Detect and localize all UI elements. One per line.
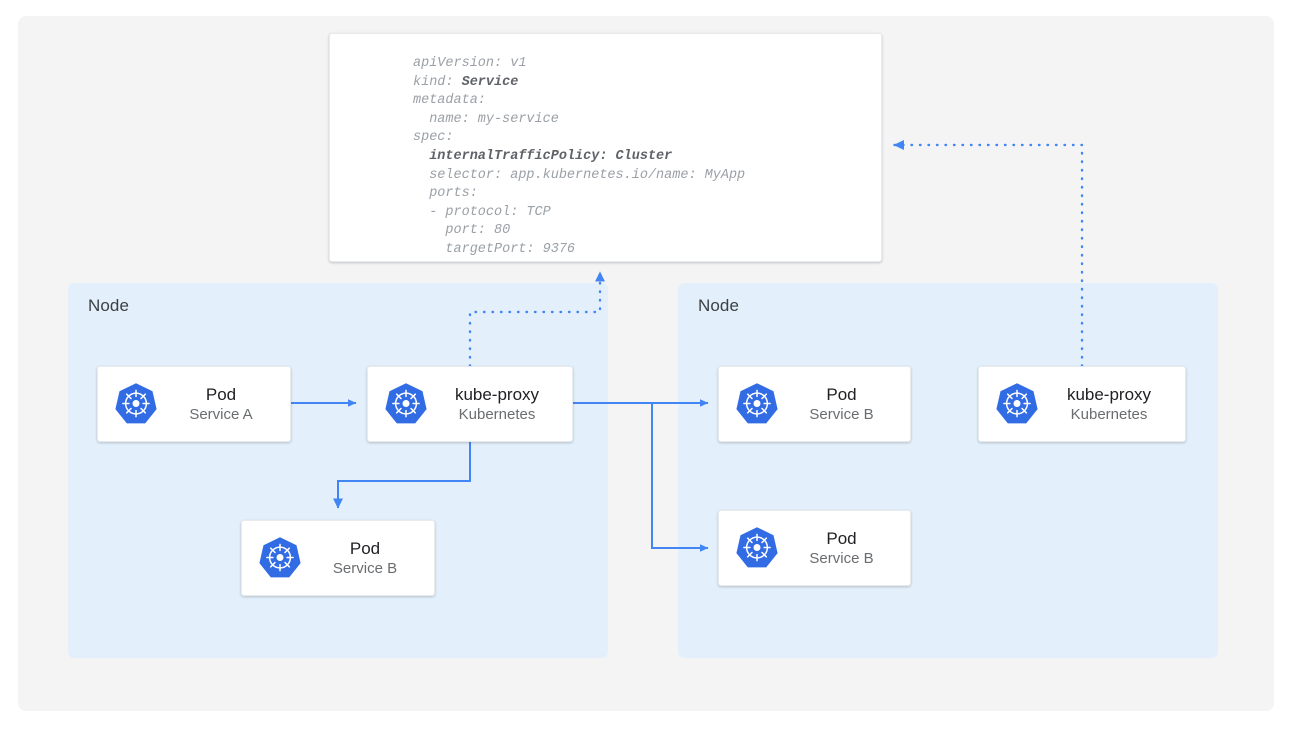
card-text: Pod Service B (304, 538, 434, 579)
card-title: Pod (349, 538, 381, 558)
yaml-line-port: port: 80 (413, 223, 511, 239)
yaml-line-name: name: my-service (413, 111, 559, 127)
card-text: kube-proxy Kubernetes (1041, 384, 1185, 425)
card-title: Pod (826, 528, 857, 548)
card-pod-service-b-bottom[interactable]: Pod Service B (718, 510, 911, 586)
yaml-line-kind: kind: Service (413, 74, 519, 90)
kubernetes-icon (733, 524, 781, 572)
kubernetes-icon (112, 380, 160, 428)
node-panel-left (68, 283, 608, 658)
yaml-value-kind: Service (461, 74, 519, 90)
node-panel-right (678, 283, 1218, 658)
card-subtitle: Service A (189, 405, 253, 423)
card-subtitle: Kubernetes (1070, 405, 1148, 423)
yaml-line-selector: selector: app.kubernetes.io/name: MyApp (413, 167, 746, 183)
card-subtitle: Service B (809, 405, 874, 423)
card-text: Pod Service B (781, 384, 910, 425)
yaml-line-metadata: metadata: (413, 93, 486, 109)
card-title: Pod (205, 384, 237, 404)
card-pod-service-b-left[interactable]: Pod Service B (241, 520, 435, 596)
card-title: kube-proxy (1066, 384, 1152, 404)
kubernetes-icon (733, 380, 781, 428)
card-pod-service-b-top[interactable]: Pod Service B (718, 366, 911, 442)
card-text: Pod Service A (160, 384, 290, 425)
yaml-line-targetport: targetPort: 9376 (413, 241, 576, 257)
card-pod-service-a[interactable]: Pod Service A (97, 366, 291, 442)
yaml-line-apiversion: apiVersion: v1 (413, 56, 527, 71)
kubernetes-icon (382, 380, 430, 428)
node-label-right: Node (698, 296, 740, 315)
yaml-line-internaltrafficpolicy: internalTrafficPolicy: Cluster (413, 148, 673, 164)
card-text: Pod Service B (781, 528, 910, 569)
card-kube-proxy-right[interactable]: kube-proxy Kubernetes (978, 366, 1186, 442)
yaml-line-protocol: - protocol: TCP (413, 204, 551, 220)
card-kube-proxy-left[interactable]: kube-proxy Kubernetes (367, 366, 573, 442)
node-label-left: Node (88, 296, 130, 315)
card-text: kube-proxy Kubernetes (430, 384, 572, 425)
card-subtitle: Service B (332, 559, 398, 577)
card-title: kube-proxy (454, 384, 540, 404)
card-subtitle: Service B (809, 549, 874, 567)
service-yaml-code: apiVersion: v1 kind: Service metadata: n… (413, 55, 745, 260)
kubernetes-icon (256, 534, 304, 582)
yaml-line-spec: spec: (413, 130, 454, 146)
kubernetes-icon (993, 380, 1041, 428)
card-title: Pod (826, 384, 857, 404)
service-yaml-spec-card: apiVersion: v1 kind: Service metadata: n… (329, 33, 882, 262)
card-subtitle: Kubernetes (458, 405, 536, 423)
yaml-line-ports: ports: (413, 186, 478, 202)
